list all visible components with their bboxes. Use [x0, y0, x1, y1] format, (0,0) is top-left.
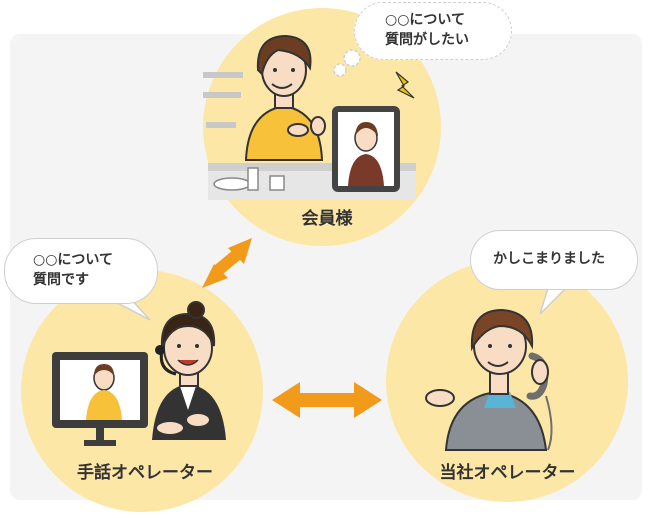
tablet-icon [332, 106, 400, 192]
company-operator-bubble-text: かしこまりました [493, 251, 605, 267]
monitor-icon [52, 352, 148, 446]
arrow-sign-operator-company-operator [272, 382, 382, 418]
company-operator-bubble-tail [539, 287, 568, 315]
lightning-icon [395, 71, 415, 99]
member-bubble-line-1: ○○について [385, 12, 466, 28]
sign-operator-figure [152, 301, 226, 440]
member-speech-bubble: ○○について 質問がしたい [354, 2, 512, 60]
company-operator-label: 当社オペレーター [439, 463, 576, 483]
telephone-icon [526, 352, 553, 451]
sign-operator-speech-bubble: ○○について 質問です [4, 238, 158, 304]
company-operator-speech-bubble: かしこまりました [470, 230, 638, 290]
thought-dots [333, 49, 361, 77]
member-figure [203, 34, 416, 200]
sign-operator-bubble-line-2: 質問です [33, 272, 89, 288]
member-bubble-line-2: 質問がしたい [385, 32, 469, 48]
sign-operator-label: 手話オペレーター [77, 463, 213, 483]
member-label: 会員様 [301, 209, 353, 229]
arrow-member-sign-operator [202, 238, 252, 288]
company-operator-figure [425, 308, 548, 451]
sign-operator-bubble-line-1: ○○について [33, 252, 114, 268]
